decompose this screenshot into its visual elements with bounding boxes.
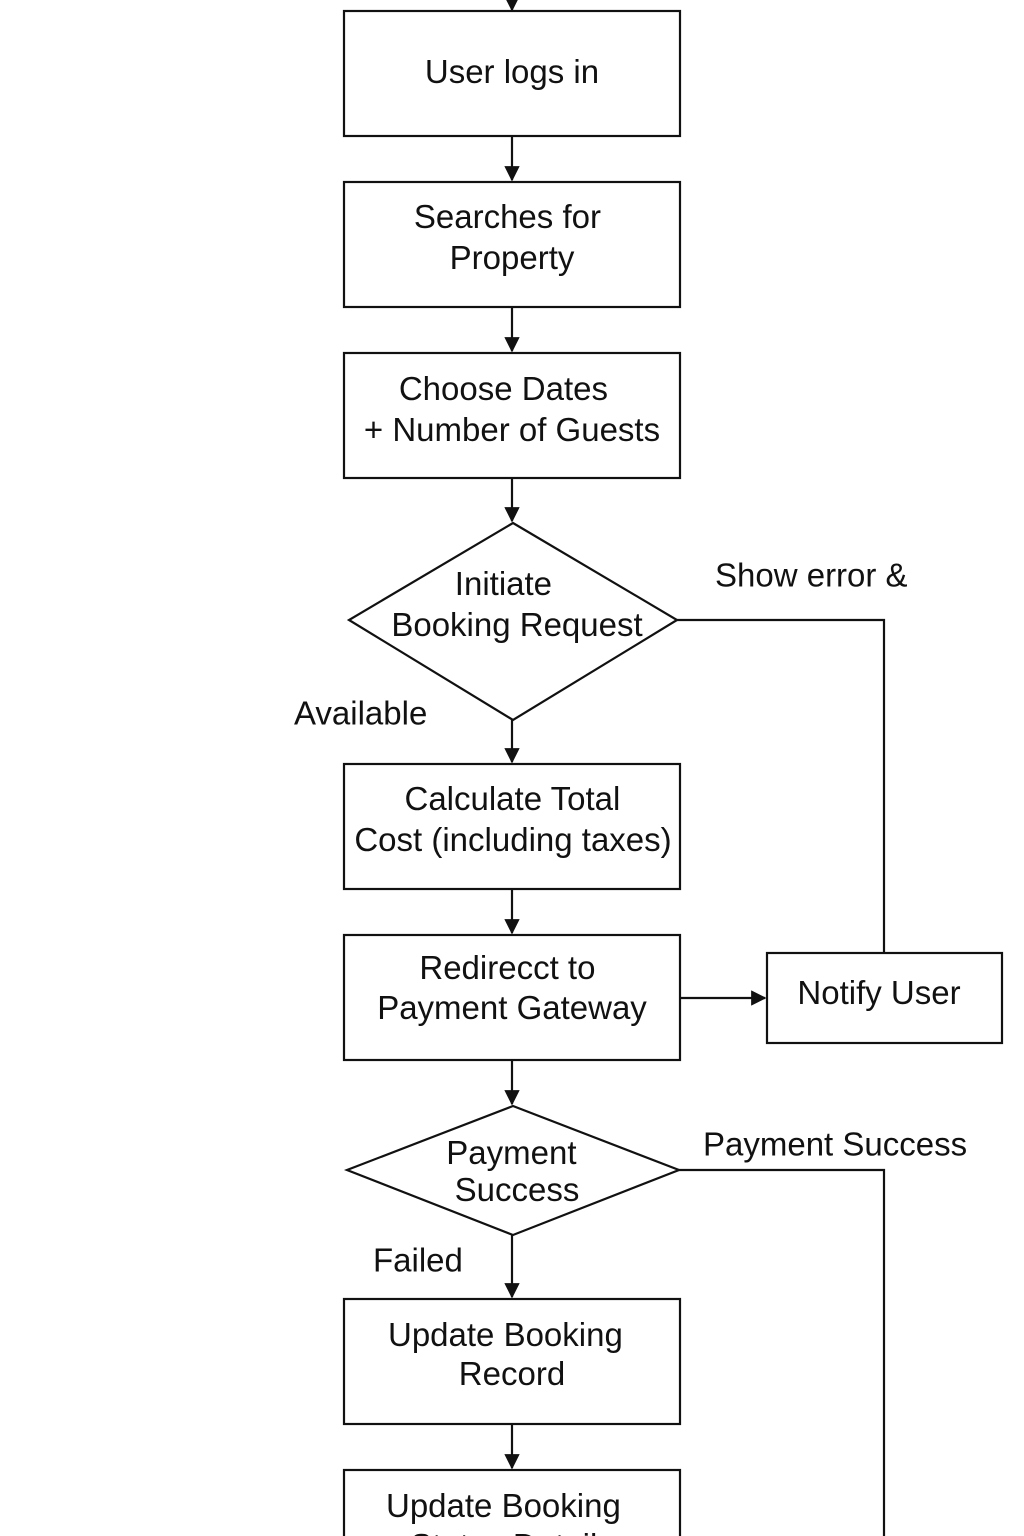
edge-label-failed: Failed (373, 1242, 463, 1279)
edge-label-payment-success: Payment Success (703, 1126, 967, 1163)
process-box (342, 351, 682, 480)
node-choose-dates: Choose Dates + Number of Guests (342, 351, 682, 480)
process-box (342, 762, 682, 891)
process-box (342, 9, 682, 138)
process-box (342, 1468, 682, 1536)
decision-label: Payment Success (446, 1134, 585, 1208)
line-initiate-to-notify (676, 618, 886, 953)
node-label: Calculate Total Cost (including taxes) (354, 780, 671, 858)
node-label: Choose Dates + Number of Guests (364, 370, 660, 448)
node-label: Update Booking Record (388, 1316, 632, 1392)
node-label: Notify User (797, 974, 960, 1011)
node-label: Update Booking Status Details (386, 1487, 630, 1536)
node-label: Searches for Property (414, 198, 610, 276)
edge-label-available: Available (294, 695, 427, 732)
line-payment-success-branch (678, 1168, 886, 1536)
process-box (342, 933, 682, 1062)
decision-label: Initiate Booking Request (391, 565, 642, 643)
process-box (342, 180, 682, 309)
node-user-logs-in: User logs in (342, 9, 682, 138)
node-update-booking-record: Update Booking Record (342, 1297, 682, 1426)
decision-diamond (346, 521, 680, 722)
process-box (765, 951, 1004, 1045)
node-redirect-payment-gateway: Redirecct to Payment Gateway (342, 933, 682, 1062)
edge-label-show-error: Show error & (715, 557, 908, 594)
node-label: User logs in (425, 53, 599, 90)
node-calculate-total-cost: Calculate Total Cost (including taxes) (342, 762, 682, 891)
decision-initiate-booking-request: Initiate Booking Request (346, 521, 680, 722)
decision-diamond (343, 1104, 683, 1237)
node-searches-for-property: Searches for Property (342, 180, 682, 309)
node-update-booking-status: Update Booking Status Details (342, 1468, 682, 1536)
connectors (504, 0, 886, 1536)
node-notify-user: Notify User (765, 951, 1004, 1045)
node-label: Redirecct to Payment Gateway (377, 949, 647, 1026)
process-box (342, 1297, 682, 1426)
decision-payment-success: Payment Success (343, 1104, 683, 1237)
